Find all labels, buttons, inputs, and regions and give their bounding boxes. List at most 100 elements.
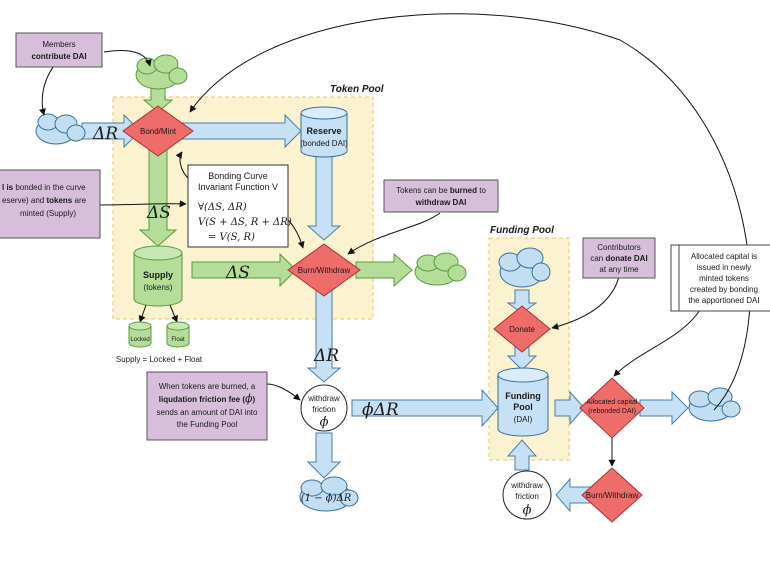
arrow-bond-to-reserve [179, 113, 302, 149]
svg-text:the apportioned DAI: the apportioned DAI [688, 296, 759, 305]
phi-delta-r-label: ϕΔR [362, 400, 399, 420]
svg-text:eserve) and tokens are: eserve) and tokens are [2, 196, 87, 205]
reserve-cylinder: Reserve (bonded DAI) [300, 106, 348, 158]
note-fee: When tokens are burned, a liqudation fri… [146, 371, 268, 441]
svg-text:at any time: at any time [599, 265, 639, 274]
arrow-friction-down [306, 432, 342, 479]
withdraw-friction-line2: friction [312, 405, 336, 414]
svg-text:minted tokens: minted tokens [699, 274, 749, 283]
arrow-supply-to-burn [191, 252, 297, 288]
token-pool-title: Token Pool [330, 84, 384, 95]
delta-s-left-label: ΔS [146, 203, 171, 223]
svg-text:withdraw DAI: withdraw DAI [415, 198, 467, 207]
float-label: Float [171, 337, 185, 343]
fp-burn-withdraw-diamond: Burn/Withdraw [581, 467, 643, 523]
allocated-capital-diamond: Allocated capital (rebonded DAI) [579, 377, 645, 439]
withdraw-friction-symbol: ϕ [320, 415, 329, 430]
svg-text:Allocated capital is: Allocated capital is [691, 252, 757, 261]
arrow-withdraw-down [306, 290, 342, 383]
locked-cylinder: Locked [128, 321, 152, 348]
supply-subtitle: (tokens) [144, 283, 173, 292]
delta-s-right-label: ΔS [225, 263, 250, 283]
burn-withdraw-diamond: Burn/Withdraw [287, 243, 361, 297]
arrow-fp-friction-up [506, 439, 538, 471]
supply-title: Supply [143, 270, 173, 280]
funding-pool-name-1: Funding [505, 391, 541, 401]
connector-burned-note [347, 212, 441, 255]
note-bonded: l is bonded in the curve eserve) and tok… [0, 169, 101, 239]
fp-burn-withdraw-label: Burn/Withdraw [586, 491, 639, 500]
arrow-phi-to-pool [351, 388, 499, 428]
arrow-bond-to-supply [138, 149, 178, 247]
svg-text:Tokens can be burned to: Tokens can be burned to [396, 186, 486, 195]
connector-bonding-left [99, 200, 187, 208]
svg-text:Contributors: Contributors [597, 243, 641, 252]
fp-withdraw-friction-line1: withdraw [510, 481, 543, 490]
fp-withdraw-friction-symbol: ϕ [523, 503, 532, 518]
arrow-burn-to-green-cloud [355, 252, 413, 288]
arrow-bond-in [81, 113, 141, 149]
connector-allocated-note [613, 309, 701, 377]
reserve-subtitle: (bonded DAI) [300, 139, 348, 148]
svg-text:issued in newly: issued in newly [697, 263, 751, 272]
delta-r-label: ΔR [92, 124, 118, 144]
connector-fee-note [266, 383, 301, 401]
arrow-pool-to-allocated [554, 390, 585, 426]
one-minus-phi-label: (1 − ϕ)ΔR [301, 493, 352, 504]
supply-cylinder: Supply (tokens) [133, 245, 183, 307]
svg-text:can donate DAI: can donate DAI [590, 254, 647, 263]
connector-members-down [38, 61, 58, 116]
bonding-curve-line2: Invariant Function V [198, 182, 278, 192]
bonding-curve-box: Bonding Curve Invariant Function V ∀(ΔS,… [187, 164, 292, 248]
cloud-green-right [414, 252, 467, 286]
cloud-blue-bottom [299, 476, 359, 512]
withdraw-friction-line1: withdraw [307, 394, 340, 403]
connector-bonding-to-bond [175, 151, 189, 179]
note-allocated: Allocated capital is issued in newly min… [670, 244, 770, 312]
cloud-blue-right [688, 387, 741, 422]
svg-text:minted (Supply): minted (Supply) [20, 209, 76, 218]
bonding-curve-eq1: ∀(ΔS, ΔR) [198, 202, 247, 213]
cloud-blue-funding-top [498, 247, 551, 288]
float-cylinder: Float [166, 321, 190, 348]
fp-withdraw-friction-line2: friction [515, 492, 539, 501]
svg-text:created by bonding: created by bonding [690, 285, 758, 294]
svg-text:sends an amount of DAI into: sends an amount of DAI into [157, 408, 259, 417]
bonding-curve-eq3: = V(S, R) [208, 232, 255, 243]
svg-text:When tokens are burned, a: When tokens are burned, a [159, 382, 256, 391]
cloud-blue-left [35, 113, 86, 145]
svg-text:contribute DAI: contribute DAI [31, 52, 86, 61]
svg-text:liqudation friction fee (ϕ): liqudation friction fee (ϕ) [159, 392, 256, 405]
supply-equation: Supply = Locked + Float [116, 355, 203, 364]
allocated-capital-label-2: (rebonded DAI) [588, 408, 636, 415]
svg-text:Members: Members [42, 40, 75, 49]
cloud-green-top [135, 54, 188, 90]
arrow-donate-in [506, 289, 538, 314]
arrow-reserve-down [306, 149, 342, 241]
arrow-allocated-to-cloud [639, 390, 689, 426]
locked-label: Locked [130, 337, 149, 343]
fp-withdraw-friction-circle: withdraw friction ϕ [502, 470, 552, 520]
reserve-title: Reserve [306, 126, 341, 136]
note-contributors: Contributors can donate DAI at any time [582, 237, 656, 279]
funding-pool-cylinder: Funding Pool (DAI) [497, 367, 549, 437]
bond-mint-label: Bond/Mint [140, 127, 177, 136]
withdraw-friction-circle: withdraw friction ϕ [300, 384, 348, 432]
funding-pool-title: Funding Pool [490, 225, 554, 236]
bonding-curve-line1: Bonding Curve [208, 171, 268, 181]
svg-text:l is bonded in the curve: l is bonded in the curve [2, 183, 86, 192]
note-burned: Tokens can be burned to withdraw DAI [383, 179, 499, 213]
connector-contributors [551, 271, 621, 330]
connector-bonding-to-burn [287, 219, 305, 249]
donate-label: Donate [509, 325, 535, 334]
funding-pool-subtitle: (DAI) [514, 415, 533, 424]
donate-diamond: Donate [493, 305, 551, 353]
svg-text:the Funding Pool: the Funding Pool [177, 420, 238, 429]
burn-withdraw-label: Burn/Withdraw [298, 266, 351, 275]
bonding-curve-eq2: V(S + ΔS, R + ΔR) [198, 217, 292, 228]
note-members: Members contribute DAI [15, 32, 103, 68]
funding-pool-name-2: Pool [513, 402, 533, 412]
arrow-green-cloud-to-bond [142, 87, 174, 113]
connector-members [103, 50, 152, 67]
